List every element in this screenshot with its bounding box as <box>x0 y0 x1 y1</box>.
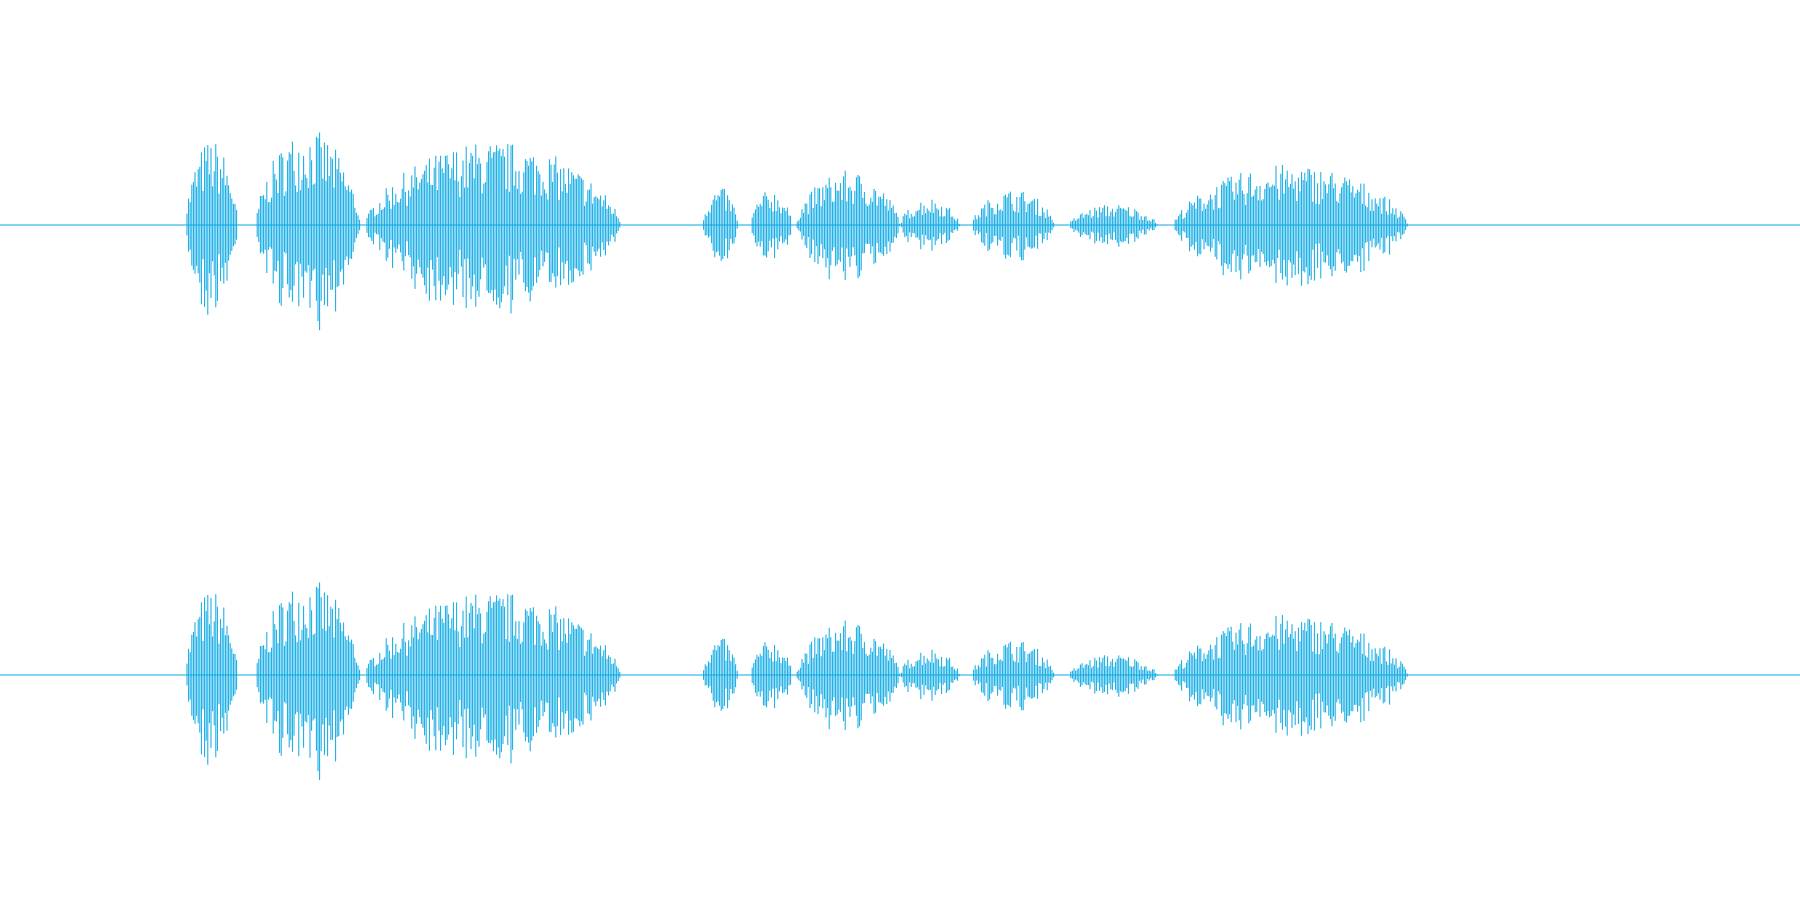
channel-1-waveform <box>0 132 1800 331</box>
channel-2-segment-8 <box>973 641 1055 711</box>
channel-1-segment-8 <box>973 191 1055 261</box>
channel-1-segment-1 <box>186 144 238 315</box>
channel-1-segment-10 <box>1174 165 1408 286</box>
channel-2-waveform <box>0 582 1800 781</box>
channel-1-segment-7 <box>901 199 960 251</box>
channel-1-segment-5 <box>751 192 792 259</box>
channel-2-segment-6 <box>796 620 901 730</box>
channel-1-segment-2 <box>256 132 361 331</box>
channel-2-segment-3 <box>366 594 621 764</box>
channel-1-segment-3 <box>366 144 621 314</box>
channel-2-segment-7 <box>901 649 960 701</box>
channel-2-segment-1 <box>186 594 238 765</box>
channel-2-segment-10 <box>1174 615 1408 736</box>
channel-1-segment-9 <box>1070 205 1158 247</box>
channel-2-segment-9 <box>1070 655 1158 697</box>
channel-1-segment-6 <box>796 170 901 280</box>
channel-2-segment-4 <box>703 638 738 711</box>
channel-2-segment-5 <box>751 642 792 709</box>
channel-1-segment-4 <box>703 188 738 261</box>
channel-2-segment-2 <box>256 582 361 781</box>
